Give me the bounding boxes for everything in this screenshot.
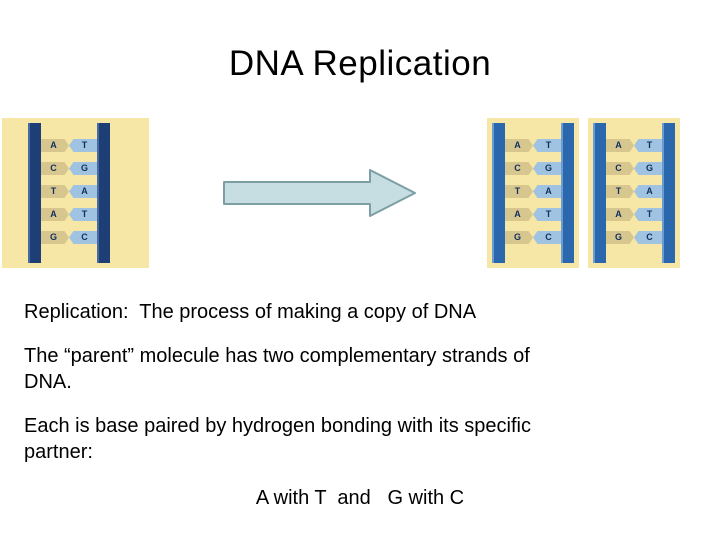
base-left: A <box>505 139 533 152</box>
base-pair-row: A T <box>41 139 97 152</box>
replication-arrow <box>222 168 418 218</box>
base-right: T <box>69 139 97 152</box>
base-pairing-text: Each is base paired by hydrogen bonding … <box>24 413 531 465</box>
base-left: A <box>606 139 634 152</box>
base-left: G <box>606 231 634 244</box>
slide-title: DNA Replication <box>228 44 492 83</box>
base-left: C <box>505 162 533 175</box>
pairing-rule-text: A with T and G with C <box>255 487 465 509</box>
dna-rail-left-icon <box>593 123 606 263</box>
base-pair-row: C G <box>505 162 561 175</box>
base-right: T <box>69 208 97 221</box>
base-pair-row: A T <box>606 208 662 221</box>
base-left: A <box>606 208 634 221</box>
base-pair-row: C G <box>606 162 662 175</box>
base-pair-row: T A <box>606 185 662 198</box>
base-pair-rows: A T C G T A A T G C <box>41 139 97 244</box>
base-right: T <box>634 208 662 221</box>
base-pairing-line-1: Each is base paired by hydrogen bonding … <box>24 415 531 437</box>
base-left: A <box>41 208 69 221</box>
base-left: G <box>41 231 69 244</box>
dna-rail-right-icon <box>97 123 110 263</box>
base-pair-rows: A T C G T A A T G C <box>505 139 561 244</box>
base-pair-row: A T <box>505 139 561 152</box>
base-pair-row: T A <box>41 185 97 198</box>
base-left: C <box>41 162 69 175</box>
base-right: G <box>533 162 561 175</box>
base-pair-row: T A <box>505 185 561 198</box>
parent-molecule-line-2: DNA. <box>24 371 72 393</box>
copy-dna-panel-2: A T C G T A A T G C <box>588 118 680 268</box>
base-pair-row: G C <box>505 231 561 244</box>
base-right: T <box>533 208 561 221</box>
base-pair-row: A T <box>606 139 662 152</box>
base-left: A <box>41 139 69 152</box>
dna-rail-left-icon <box>28 123 41 263</box>
base-right: A <box>69 185 97 198</box>
base-pair-row: A T <box>505 208 561 221</box>
base-right: A <box>634 185 662 198</box>
base-left: T <box>41 185 69 198</box>
parent-molecule-text: The “parent” molecule has two complement… <box>24 343 530 395</box>
dna-rail-right-icon <box>561 123 574 263</box>
base-left: G <box>505 231 533 244</box>
base-right: C <box>533 231 561 244</box>
copy-dna-panel-1: A T C G T A A T G C <box>487 118 579 268</box>
base-left: T <box>606 185 634 198</box>
dna-rail-right-icon <box>662 123 675 263</box>
base-right: T <box>634 139 662 152</box>
base-right: T <box>533 139 561 152</box>
right-arrow-icon <box>223 169 416 217</box>
base-right: G <box>69 162 97 175</box>
base-right: G <box>634 162 662 175</box>
base-right: C <box>69 231 97 244</box>
base-right: C <box>634 231 662 244</box>
parent-dna-panel: A T C G T A A T G C <box>2 118 149 268</box>
base-left: C <box>606 162 634 175</box>
dna-ladder-copy-1: A T C G T A A T G C <box>492 123 574 263</box>
base-pair-rows: A T C G T A A T G C <box>606 139 662 244</box>
base-right: A <box>533 185 561 198</box>
base-left: T <box>505 185 533 198</box>
base-pair-row: A T <box>41 208 97 221</box>
replication-definition: Replication: The process of making a cop… <box>24 301 477 323</box>
dna-rail-left-icon <box>492 123 505 263</box>
base-pair-row: G C <box>41 231 97 244</box>
dna-ladder-parent: A T C G T A A T G C <box>28 123 110 263</box>
base-left: A <box>505 208 533 221</box>
base-pair-row: G C <box>606 231 662 244</box>
base-pair-row: C G <box>41 162 97 175</box>
dna-ladder-copy-2: A T C G T A A T G C <box>593 123 675 263</box>
parent-molecule-line-1: The “parent” molecule has two complement… <box>24 345 530 367</box>
base-pairing-line-2: partner: <box>24 441 93 463</box>
